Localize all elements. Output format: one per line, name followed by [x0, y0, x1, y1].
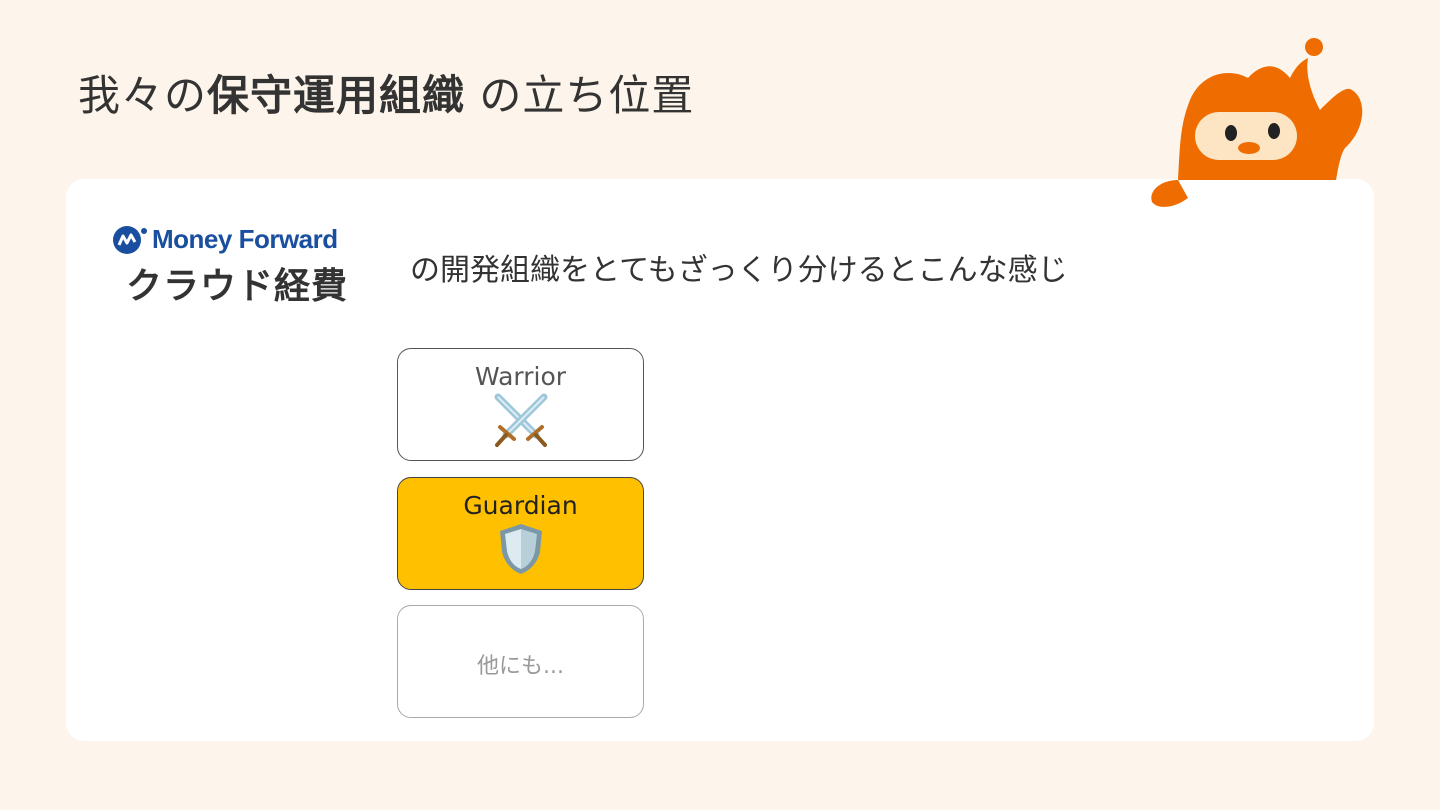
- content-card: [66, 179, 1374, 741]
- role-warrior: Warrior: [397, 348, 644, 461]
- subtitle: の開発組織をとてもざっくり分けるとこんな感じ: [410, 253, 1068, 288]
- logo-product: クラウド経費: [126, 266, 349, 307]
- role-guardian: Guardian: [397, 477, 644, 590]
- money-forward-logo: Money Forward クラウド経費: [112, 224, 357, 319]
- role-label: Guardian: [463, 491, 578, 520]
- slide-title: 我々の保守運用組織 の立ち位置: [78, 62, 694, 123]
- title-prefix: 我々の: [78, 71, 208, 120]
- shield-icon: [499, 524, 542, 574]
- role-label: Warrior: [474, 362, 567, 391]
- role-others: 他にも...: [397, 605, 644, 718]
- crossed-swords-icon: [494, 393, 547, 447]
- orange-mascot-icon: [1151, 38, 1363, 207]
- logo-brand: Money Forward: [152, 224, 338, 254]
- title-emphasis: 保守運用組織: [207, 71, 466, 120]
- role-label: 他にも...: [477, 654, 564, 679]
- money-forward-mark-icon: [113, 225, 147, 254]
- title-suffix: の立ち位置: [465, 71, 695, 120]
